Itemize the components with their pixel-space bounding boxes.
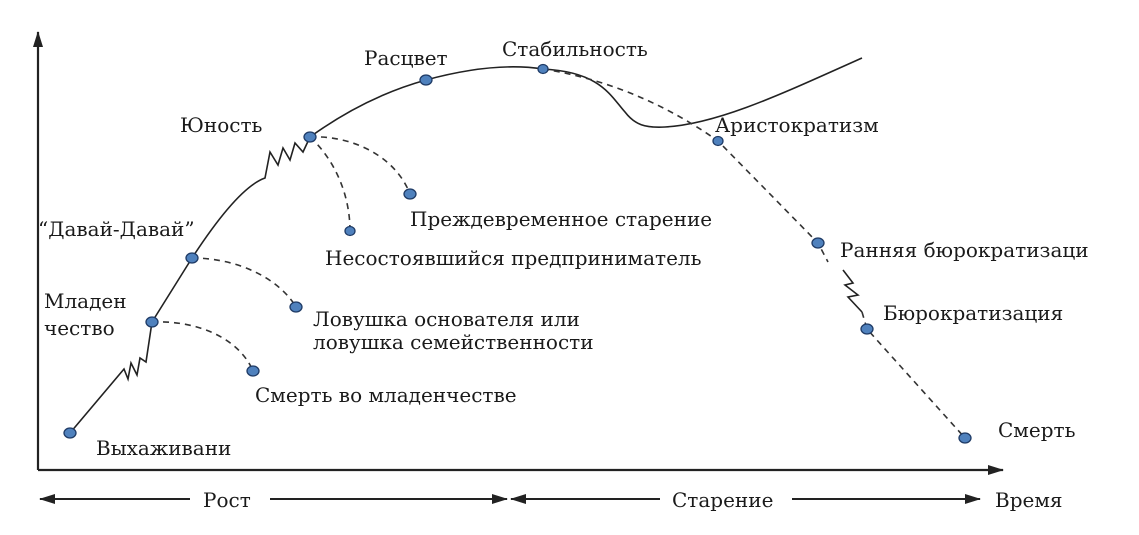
branch-premature-aging <box>309 136 411 195</box>
label-aristocracy: Аристократизм <box>715 113 879 137</box>
point-unfulfilled <box>344 225 356 237</box>
label-aging: Старение <box>672 488 773 512</box>
label-courtship: Выхаживани <box>96 436 231 460</box>
label-founder-trap-1: Ловушка основателя или <box>313 307 580 331</box>
point-early-bureaucracy <box>811 237 825 249</box>
point-infant-mortality <box>246 365 260 377</box>
point-stability <box>537 63 549 75</box>
label-time: Время <box>995 488 1063 512</box>
branch-founder-trap <box>191 257 297 308</box>
label-founder-trap-2: ловушка семейственности <box>313 330 594 354</box>
label-infancy-2: чество <box>44 316 115 340</box>
point-courtship <box>63 427 77 439</box>
label-bureaucracy: Бюрократизация <box>883 301 1063 325</box>
branch-infant-mortality <box>151 321 254 372</box>
label-go-go: “Давай-Давай” <box>38 217 195 241</box>
point-go-go <box>185 252 199 264</box>
bureaucracy-zigzag <box>842 269 863 313</box>
label-adolescence: Юность <box>180 113 263 137</box>
stage-points <box>63 63 972 444</box>
point-premature-aging <box>403 188 417 200</box>
point-aristocracy <box>712 135 724 147</box>
point-infancy <box>145 316 159 328</box>
point-founder-trap <box>289 301 303 313</box>
label-death: Смерть <box>998 418 1076 442</box>
point-bureaucracy <box>860 323 874 335</box>
aging-curve-2 <box>861 311 966 439</box>
branch-unfulfilled <box>309 136 351 232</box>
label-unfulfilled: Несостоявшийся предприниматель <box>325 246 702 270</box>
label-growth: Рост <box>203 488 251 512</box>
point-adolescence <box>303 131 317 143</box>
label-infant-mortality: Смерть во младенчестве <box>255 383 517 407</box>
renewal-curve <box>542 57 863 128</box>
point-prime <box>419 74 433 86</box>
label-premature-aging: Преждевременное старение <box>410 207 712 231</box>
label-early-bureaucracy: Ранняя бюрократизаци <box>840 238 1089 262</box>
label-stability: Стабильность <box>502 37 648 61</box>
aging-curve <box>542 68 829 263</box>
label-infancy-1: Младен <box>44 289 127 313</box>
point-death <box>958 432 972 444</box>
label-prime: Расцвет <box>364 46 448 70</box>
